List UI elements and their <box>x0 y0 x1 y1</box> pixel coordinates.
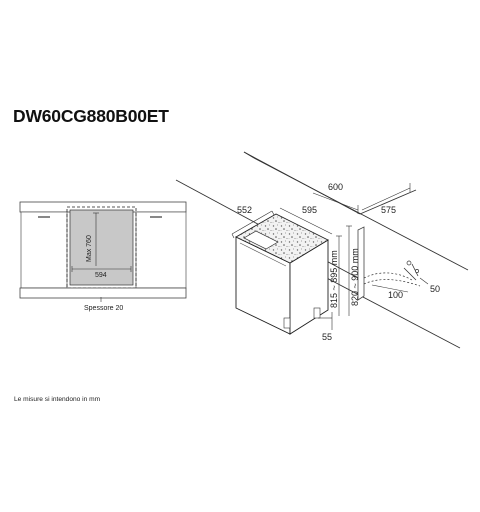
drain-connection-icon <box>415 269 419 273</box>
iso-plinth-label: 55 <box>322 332 332 342</box>
front-view: Max 760 594 Spessore 20 <box>19 201 187 312</box>
iso-height-range-2-label: 820 ~ 900 mm <box>350 248 360 306</box>
front-thickness-label: Spessore 20 <box>84 305 123 312</box>
left-cabinet <box>20 211 68 289</box>
left-cabinet-handle <box>38 216 50 218</box>
front-width-label: 594 <box>95 272 107 279</box>
side-wall-panel <box>357 226 365 301</box>
iso-depth-label: 552 <box>237 205 252 215</box>
iso-width-label: 595 <box>302 205 317 215</box>
right-cabinet-handle <box>150 216 162 218</box>
iso-cabinet-depth-label: 600 <box>328 182 343 192</box>
isometric-view: 552 595 600 575 815 ~ 895 mm 820 ~ 900 m… <box>175 151 469 349</box>
front-max-height-label: Max 760 <box>86 235 93 262</box>
water-tap-icon <box>406 260 412 266</box>
dishwasher-top <box>235 213 329 264</box>
iso-hose-length-label: 100 <box>388 290 403 300</box>
plinth <box>19 287 187 299</box>
control-panel <box>243 230 279 250</box>
iso-height-range-1-label: 815 ~ 895 mm <box>329 250 339 308</box>
dishwasher-front-panel <box>69 209 134 286</box>
drain-hose <box>363 272 413 281</box>
right-cabinet <box>135 211 187 289</box>
iso-cabinet-width-label: 575 <box>381 205 396 215</box>
units-note: Le misure si intendono in mm <box>14 396 101 403</box>
model-title: DW60CG880B00ET <box>13 106 169 126</box>
iso-hose-offset-label: 50 <box>430 284 440 294</box>
water-hose <box>363 279 421 287</box>
